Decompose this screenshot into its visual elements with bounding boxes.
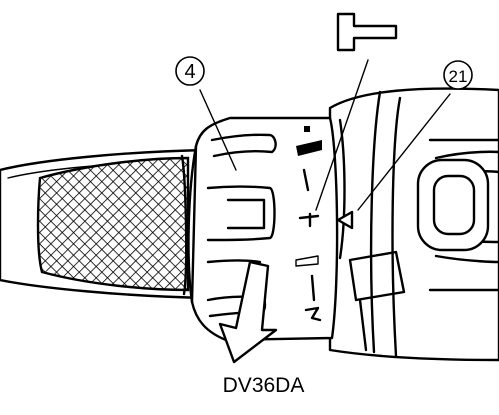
leader-line-4: [199, 89, 237, 171]
index-mark-icon: [336, 210, 354, 230]
hammer-mode-icon: [336, 12, 398, 52]
drill-housing: [328, 87, 499, 362]
callout-21: 21: [443, 60, 473, 90]
callout-4: 4: [175, 56, 205, 86]
clutch-dial: [187, 116, 339, 342]
callout-number-21: 21: [449, 67, 468, 86]
callout-number-4: 4: [184, 61, 195, 83]
leader-line-21: [357, 93, 451, 211]
arrow-down-icon: [218, 260, 278, 364]
model-label: DV36DA: [222, 374, 305, 397]
knurled-chuck: [36, 154, 190, 296]
leader-line-mark: [315, 59, 369, 211]
